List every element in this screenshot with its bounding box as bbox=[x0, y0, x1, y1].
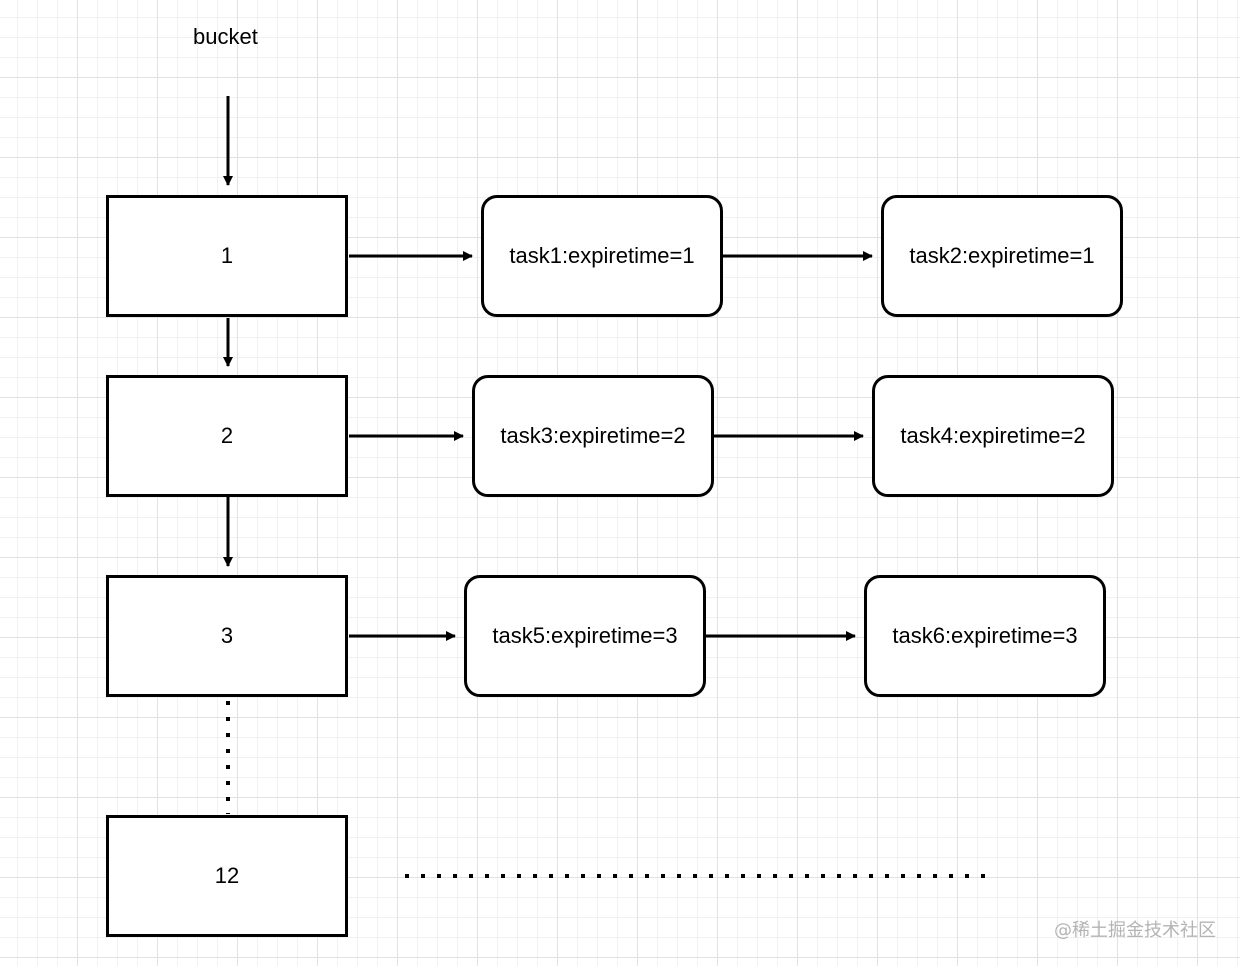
bucket-heading: bucket bbox=[193, 24, 258, 49]
task-node-2: task2:expiretime=1 bbox=[881, 195, 1123, 317]
task-node-6: task6:expiretime=3 bbox=[864, 575, 1106, 697]
bucket-3: 3 bbox=[106, 575, 348, 697]
task-node-4: task4:expiretime=2 bbox=[872, 375, 1114, 497]
bucket-12: 12 bbox=[106, 815, 348, 937]
task-node-1: task1:expiretime=1 bbox=[481, 195, 723, 317]
bucket-1: 1 bbox=[106, 195, 348, 317]
watermark: @稀土掘金技术社区 bbox=[1054, 920, 1216, 941]
task-node-5: task5:expiretime=3 bbox=[464, 575, 706, 697]
task-node-3: task3:expiretime=2 bbox=[472, 375, 714, 497]
bucket-2: 2 bbox=[106, 375, 348, 497]
